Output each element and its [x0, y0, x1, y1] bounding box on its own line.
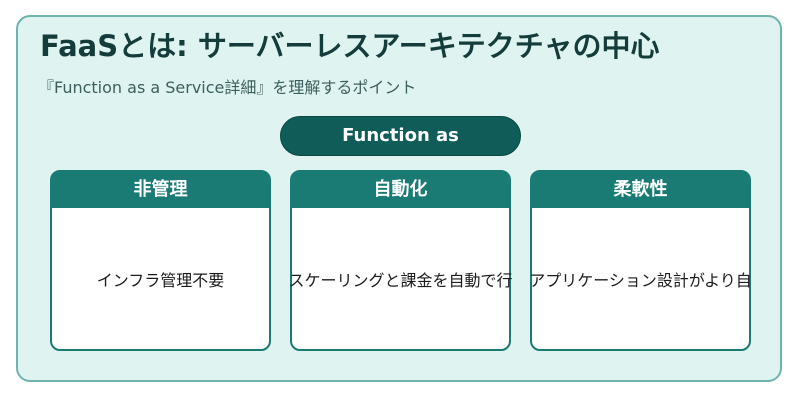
card-automation: 自動化 スケーリングと課金を自動で行	[288, 170, 513, 351]
card-non-management: 非管理 インフラ管理不要	[50, 170, 271, 351]
card-heading: 自動化	[292, 172, 509, 208]
card-text: スケーリングと課金を自動で行	[288, 270, 513, 290]
card-flexibility: 柔軟性 アプリケーション設計がより自	[529, 170, 752, 351]
card-text: アプリケーション設計がより自	[529, 270, 752, 290]
card-heading: 非管理	[52, 172, 269, 208]
center-label-pill: Function as	[280, 116, 521, 156]
page-subtitle: 『Function as a Service詳細』を理解するポイント	[38, 78, 417, 97]
card-heading: 柔軟性	[532, 172, 749, 208]
card-text: インフラ管理不要	[96, 270, 225, 290]
page-title: FaaSとは: サーバーレスアーキテクチャの中心	[40, 29, 660, 63]
